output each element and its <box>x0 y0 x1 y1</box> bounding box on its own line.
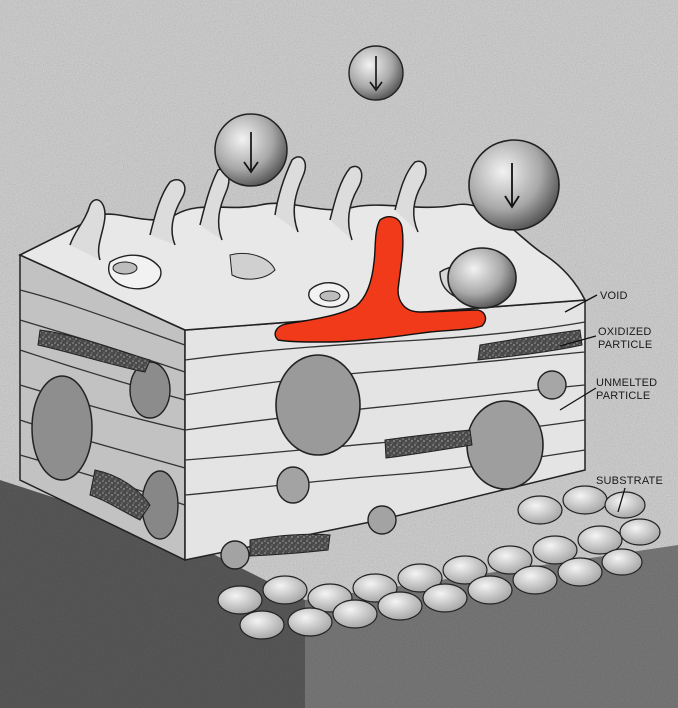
falling-droplet-small <box>349 46 403 100</box>
label-substrate: SUBSTRATE <box>596 475 663 487</box>
falling-droplet-left <box>215 114 287 186</box>
label-void: VOID <box>600 290 628 302</box>
label-unmelted-1: UNMELTED <box>596 377 657 389</box>
falling-droplet-right <box>469 140 559 230</box>
landing-droplet <box>448 248 516 308</box>
label-unmelted-2: PARTICLE <box>596 390 650 402</box>
label-oxidized-2: PARTICLE <box>598 339 652 351</box>
label-oxidized-1: OXIDIZED <box>598 326 652 338</box>
